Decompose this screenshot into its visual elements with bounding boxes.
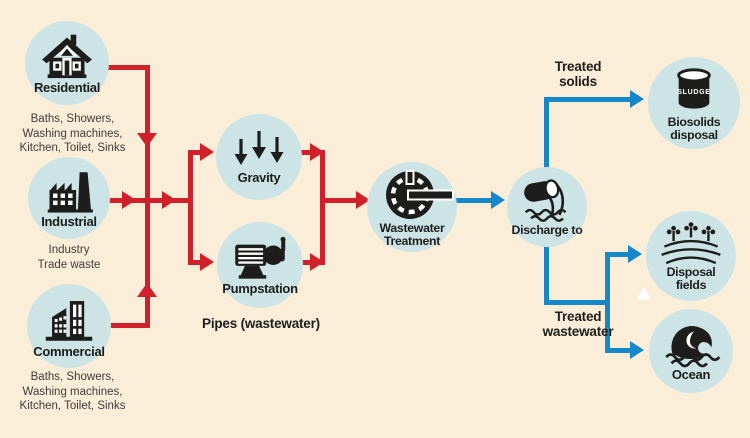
droplet-mark: [637, 287, 651, 301]
arrowhead-right-icon: [628, 245, 642, 263]
arrowhead-right-icon: [200, 253, 214, 271]
flow-line-split-vertical: [188, 150, 193, 265]
node-residential: Residential: [25, 21, 109, 105]
node-label: Pumpstation: [222, 281, 298, 297]
node-label: Biosolids disposal: [667, 114, 721, 142]
flow-line-to-ocean: [605, 348, 632, 353]
flow-line-to-treatment: [320, 198, 358, 203]
arrowhead-right-icon: [630, 341, 644, 359]
flow-line-to-biosolids: [544, 97, 632, 102]
node-label: Disposal fields: [666, 264, 716, 292]
arrowhead-right-icon: [162, 191, 176, 209]
city-buildings-icon: [45, 301, 93, 341]
flow-line-industrial: [108, 198, 193, 203]
node-disposal-fields: Disposal fields: [646, 211, 736, 301]
arrowhead-right-icon: [630, 90, 644, 108]
down-arrows-icon: [234, 131, 284, 166]
pump-icon: [235, 236, 286, 279]
flow-line-to-gravity: [188, 150, 202, 155]
residential-sources-text: Baths, Showers, Washing machines, Kitche…: [19, 113, 126, 155]
commercial-sources-text: Baths, Showers, Washing machines, Kitche…: [19, 371, 126, 413]
arrowhead-right-icon: [491, 191, 505, 209]
flow-line-wastewater-split: [605, 252, 610, 353]
node-ocean: Ocean: [649, 309, 733, 393]
sludge-barrel-icon: SLUDGE: [671, 64, 717, 114]
flow-line-commercial: [108, 323, 150, 328]
pipes-caption: Pipes (wastewater): [202, 316, 320, 331]
node-biosolids: SLUDGE Biosolids disposal: [648, 57, 740, 149]
node-discharge: Discharge to: [507, 167, 587, 247]
treated-wastewater-caption: Treated wastewater: [542, 309, 614, 340]
treated-solids-caption: Treated solids: [554, 59, 602, 90]
node-label: Discharge to: [511, 223, 583, 238]
arrowhead-right-icon: [200, 143, 214, 161]
wave-icon: [665, 326, 721, 368]
arrowhead-right-icon: [356, 191, 370, 209]
sludge-barrel-text: SLUDGE: [677, 88, 711, 96]
node-label: Ocean: [671, 367, 711, 383]
flow-line-to-discharge: [455, 198, 493, 203]
node-commercial: Commercial: [27, 284, 111, 368]
node-industrial: Industrial: [28, 157, 110, 239]
flow-line-wastewater-horizontal: [544, 300, 610, 305]
flow-line-merge-vertical: [320, 150, 325, 265]
node-label: Commercial: [33, 344, 105, 360]
industrial-sources-text: Industry Trade waste: [37, 244, 101, 271]
house-icon: [42, 34, 92, 79]
flow-line-residential: [106, 65, 150, 70]
crops-icon: [661, 222, 721, 265]
node-label: Industrial: [41, 214, 97, 230]
clarifier-icon: [386, 169, 454, 219]
node-gravity: Gravity: [216, 114, 302, 200]
flow-line-wastewater-vertical: [544, 244, 549, 305]
flow-line-to-pumpstation: [188, 260, 202, 265]
factory-icon: [47, 172, 93, 213]
flow-line-from-gravity: [300, 150, 313, 155]
flow-line-solids-vertical: [544, 97, 549, 172]
flow-line-from-pumpstation: [302, 260, 313, 265]
node-treatment: Wastewater Treatment: [367, 162, 457, 252]
outfall-pipe-icon: [524, 179, 567, 223]
arrowhead-right-icon: [122, 191, 136, 209]
node-label: Residential: [33, 80, 101, 96]
node-label: Gravity: [237, 170, 281, 186]
arrowhead-up-icon: [137, 283, 157, 297]
node-label: Wastewater Treatment: [379, 220, 445, 248]
flow-line-to-fields: [605, 252, 630, 257]
flow-line-collector-vertical: [145, 65, 150, 328]
node-pumpstation: Pumpstation: [217, 222, 303, 308]
arrowhead-down-icon: [137, 133, 157, 147]
